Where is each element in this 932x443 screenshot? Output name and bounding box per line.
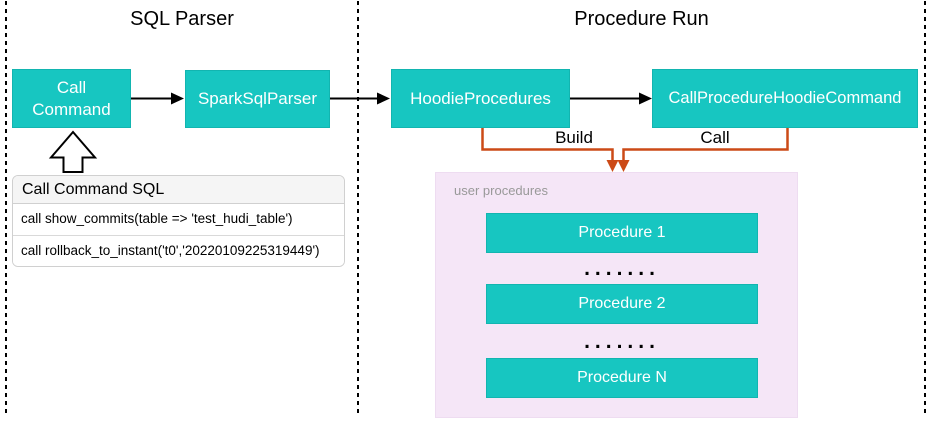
arrow-sparksqlparser-to-hoodieprocedures xyxy=(330,92,390,105)
edge-label-call: Call xyxy=(700,128,730,147)
node-call-command: Call Command xyxy=(12,69,131,128)
ellipsis-dots: ....... xyxy=(584,257,660,280)
ellipsis-dots: ....... xyxy=(584,329,660,353)
node-procedure-n: Procedure N xyxy=(486,358,758,398)
node-callprocedurehoodiecommand: CallProcedureHoodieCommand xyxy=(652,69,918,128)
arrow-callcommand-to-sparksqlparser xyxy=(131,92,184,105)
node-hoodieprocedures: HoodieProcedures xyxy=(391,69,570,128)
node-procedure-1: Procedure 1 xyxy=(486,213,758,253)
connector-build xyxy=(481,128,619,172)
hollow-up-arrow xyxy=(48,130,98,173)
connector-call xyxy=(617,128,789,172)
node-sparksqlparser: SparkSqlParser xyxy=(185,70,330,128)
node-procedure-2: Procedure 2 xyxy=(486,284,758,324)
call-command-sql-header: Call Command SQL xyxy=(13,176,344,204)
user-procedures-panel: user procedures Procedure 1 ....... Proc… xyxy=(435,172,798,418)
edge-label-build: Build xyxy=(555,128,593,147)
section-title-sql-parser: SQL Parser xyxy=(130,8,234,30)
call-command-sql-table: Call Command SQL call show_commits(table… xyxy=(12,175,345,267)
user-procedures-label: user procedures xyxy=(454,183,548,198)
section-title-procedure-run: Procedure Run xyxy=(574,8,709,30)
sql-example-row: call rollback_to_instant('t0','202201092… xyxy=(13,235,344,266)
sql-example-row: call show_commits(table => 'test_hudi_ta… xyxy=(13,204,344,235)
arrow-hoodieprocedures-to-callprocedurecommand xyxy=(570,92,652,105)
